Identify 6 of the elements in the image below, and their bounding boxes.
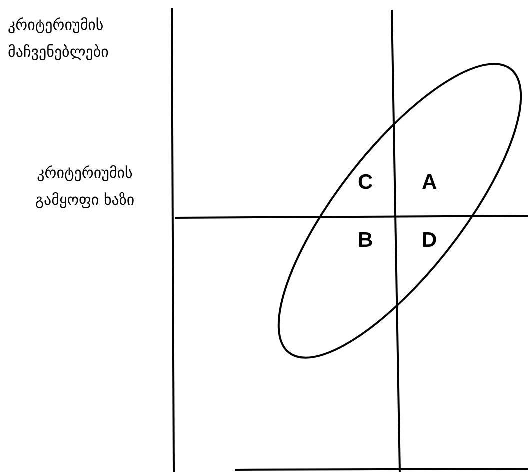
divider-line-label: კრიტერიუმის გამყოფი ხაზი [34,163,136,211]
quadrant-letter: A [422,171,438,195]
quadrant-letter: D [422,229,438,253]
quadrant-letter: C [358,171,374,195]
quadrant-letter: B [358,229,374,253]
axis-label: კრიტერიუმის მაჩვენებლები [8,15,110,63]
